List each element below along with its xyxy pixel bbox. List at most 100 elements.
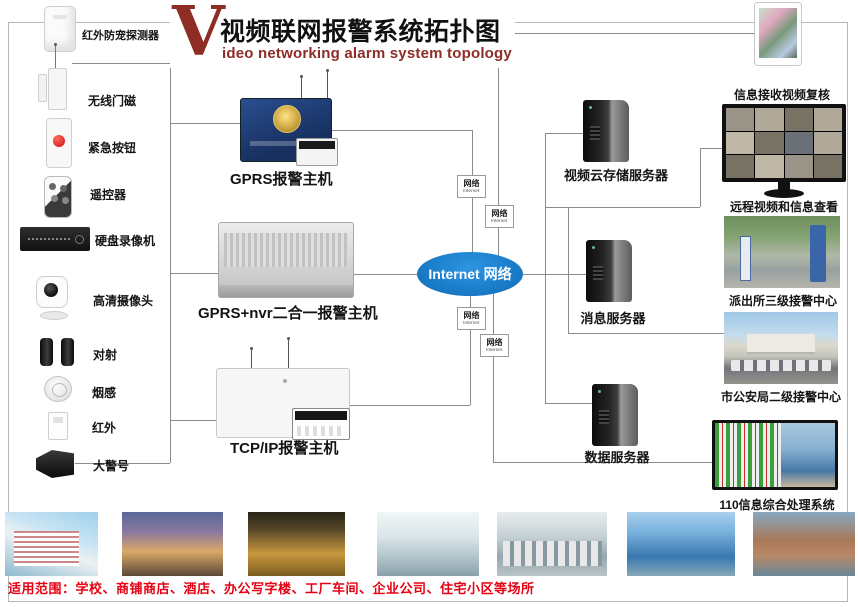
line-monitor-vert: [700, 148, 701, 207]
camera-thumbnail: [784, 108, 813, 131]
smoke-detector-icon: [44, 376, 72, 402]
status-columns: [715, 423, 781, 487]
internet-node: Internet 网络: [417, 252, 523, 296]
message-server-icon: [586, 240, 632, 302]
title-english: ideo networking alarm system topology: [222, 45, 512, 62]
network-label-en: Internet: [491, 218, 508, 223]
line-tcp-up: [470, 292, 471, 405]
line-left-trunk: [170, 63, 171, 463]
application-scope-text: 适用范围：学校、商铺商店、酒店、办公写字楼、工厂车间、企业公司、住宅小区等场所: [8, 581, 535, 596]
shopping-street-photo: [122, 512, 223, 576]
antenna: [300, 75, 303, 99]
camera-grid: [726, 108, 842, 178]
camera-thumbnail: [726, 155, 755, 178]
network-node: 网络 Internet: [457, 175, 486, 198]
hd-camera-icon: [36, 272, 74, 320]
device-label: 红外防宠探测器: [82, 30, 159, 42]
monitor-base: [764, 189, 804, 198]
line-phone-vert: [498, 33, 499, 257]
gprs-keypad: [296, 138, 338, 166]
line-phone-horiz: [498, 33, 757, 34]
panic-button-icon: [46, 118, 72, 168]
right-label: 远程视频和信息查看: [729, 200, 838, 214]
camera-thumbnail: [813, 155, 842, 178]
camera-thumbnail: [784, 131, 813, 155]
office-interior-photo: [377, 512, 479, 576]
handheld-video-device: [754, 2, 802, 66]
device-label: 遥控器: [90, 188, 127, 202]
data-server-icon: [592, 384, 638, 446]
server-label: 数据服务器: [584, 450, 650, 465]
server-label: 消息服务器: [580, 311, 646, 326]
device-label: 紧急按钮: [88, 141, 137, 155]
city-bureau-photo: [724, 312, 838, 384]
right-label: 派出所三级接警中心: [728, 294, 837, 308]
antenna: [250, 347, 253, 369]
monitor-stand: [778, 182, 790, 190]
network-label-en: Internet: [463, 320, 480, 325]
device-label: 高清摄像头: [93, 294, 154, 308]
host-label: GPRS+nvr二合一报警主机: [198, 305, 378, 322]
right-label: 市公安局二级接警中心: [720, 390, 841, 404]
sys110-monitor: [712, 420, 838, 490]
device-label: 烟感: [92, 386, 117, 400]
line-detector: [72, 63, 170, 64]
device-label: 对射: [93, 348, 118, 362]
door-magnet-icon: [38, 43, 68, 110]
line-to-data-server: [545, 403, 593, 404]
network-label-cn: 网络: [463, 310, 480, 320]
dvr-icon: [20, 227, 90, 251]
camera-thumbnail: [755, 131, 784, 155]
camera-thumbnail: [755, 155, 784, 178]
camera-thumbnail: [784, 155, 813, 178]
tcpip-keypad: [292, 408, 350, 440]
pir-detector-icon: [44, 6, 76, 52]
antenna: [287, 337, 290, 369]
line-110-vert: [493, 290, 494, 462]
line-110-horiz: [493, 462, 713, 463]
gprs-nvr-host: [218, 222, 354, 298]
device-label: 红外: [92, 421, 117, 435]
network-label-cn: 网络: [486, 337, 503, 347]
page-title: V 视频联网报警系统拓扑图 ideo networking alarm syst…: [170, 0, 515, 68]
line-right-trunk: [545, 133, 546, 403]
line-bureau-vert: [568, 207, 569, 333]
antenna: [54, 43, 57, 68]
line-horn: [75, 463, 170, 464]
line-nvr-internet: [352, 274, 419, 275]
line-bureau-horiz: [568, 333, 725, 334]
network-label-cn: 网络: [491, 208, 508, 218]
camera-thumbnail: [755, 108, 784, 131]
antenna: [326, 69, 329, 99]
right-label: 110信息综合处理系统: [719, 498, 835, 512]
line-to-tcp: [170, 420, 216, 421]
host-label: TCP/IP报警主机: [230, 440, 339, 457]
camera-thumbnail: [726, 131, 755, 155]
host-label: GPRS报警主机: [230, 171, 333, 188]
camera-thumbnail: [813, 108, 842, 131]
device-label: 无线门磁: [88, 94, 137, 108]
remote-control-icon: [44, 176, 72, 218]
v-logo: V: [172, 0, 225, 72]
line-tcp-right: [350, 405, 470, 406]
network-label-en: Internet: [486, 347, 503, 352]
line-to-gprs: [170, 123, 240, 124]
right-label: 信息接收视频复核: [733, 88, 830, 102]
line-internet-right: [521, 274, 588, 275]
network-label-cn: 网络: [463, 178, 480, 188]
line-to-video-server: [545, 133, 585, 134]
beam-detector-icon: [40, 338, 74, 366]
title-chinese: 视频联网报警系统拓扑图: [220, 18, 501, 46]
line-monitor-horiz: [545, 207, 700, 208]
infrared-detector-icon: [48, 412, 68, 440]
corporate-building-photo: [627, 512, 735, 576]
line-gprs-right: [330, 130, 472, 131]
phone-screen: [759, 8, 797, 58]
internet-label: Internet 网络: [428, 266, 512, 282]
server-label: 视频云存储服务器: [563, 168, 668, 183]
network-node: 网络 Internet: [485, 205, 514, 228]
school-building-photo: [5, 512, 98, 576]
network-node: 网络 Internet: [480, 334, 509, 357]
device-label: 大警号: [93, 459, 130, 473]
